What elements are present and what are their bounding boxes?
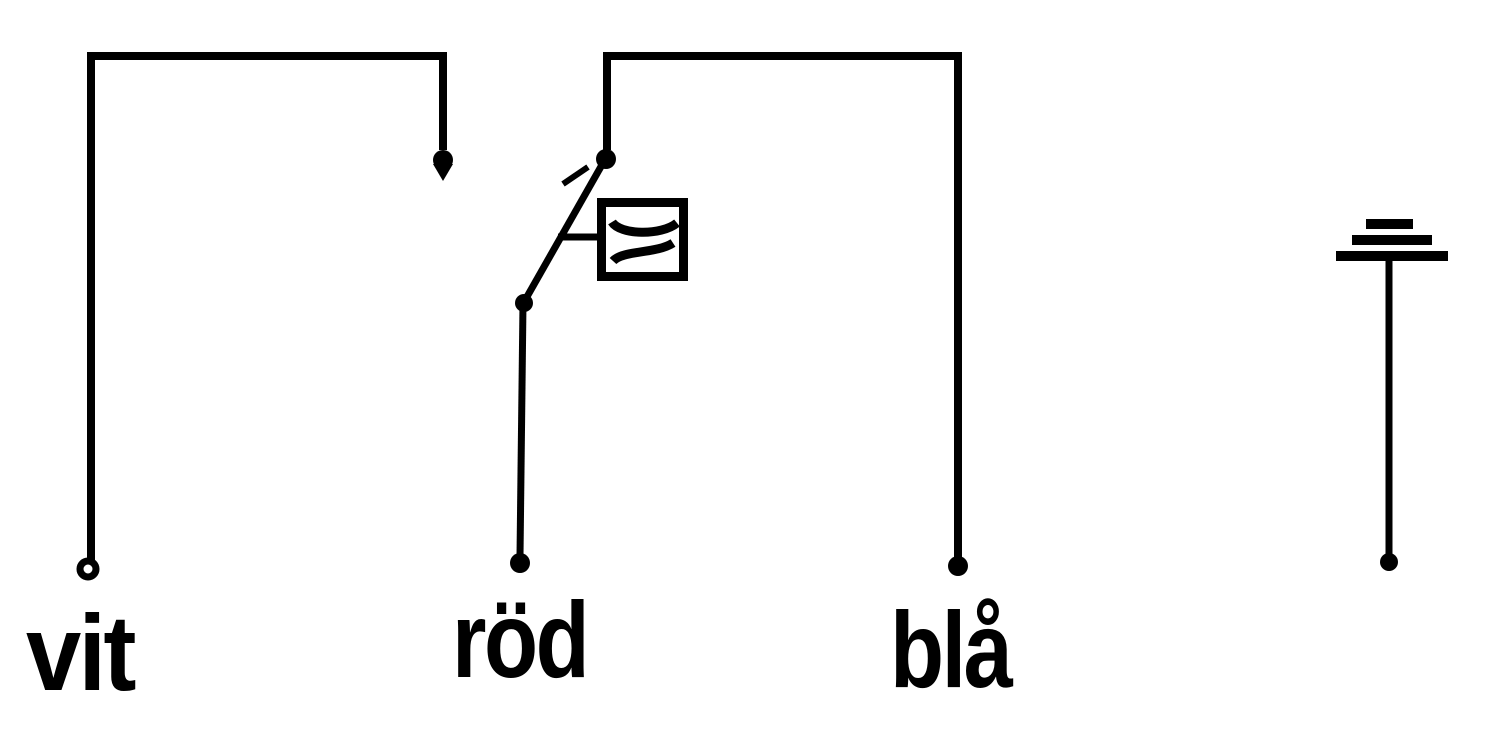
label-white-wire: vit [26,592,136,713]
solder-dot-icon [510,553,530,573]
capsule-box [597,198,688,281]
open-circle-terminal-icon [76,557,100,581]
capsule-contact-top [608,218,680,237]
blue-wire [596,52,968,576]
capsule-contact-bottom [609,239,676,265]
switch-lever [520,161,607,304]
earth-bar-small [1366,219,1413,229]
receiver-capsule-icon [558,198,688,281]
blue-wire-path [603,52,962,558]
solder-dot-icon [948,556,968,576]
white-wire [76,52,453,581]
earth-electrode-icon [1336,219,1448,571]
earth-bar-medium [1352,235,1432,245]
switch-tick [561,164,590,187]
label-blue-wire: blå [890,589,1013,710]
pointed-wire-end-tip [433,164,453,181]
white-wire-path [87,52,447,562]
red-wire [510,302,530,573]
red-wire-path [516,302,527,557]
solder-dot-icon [1380,553,1398,571]
earth-bar-large [1336,251,1448,261]
label-red-wire: röd [452,579,590,700]
